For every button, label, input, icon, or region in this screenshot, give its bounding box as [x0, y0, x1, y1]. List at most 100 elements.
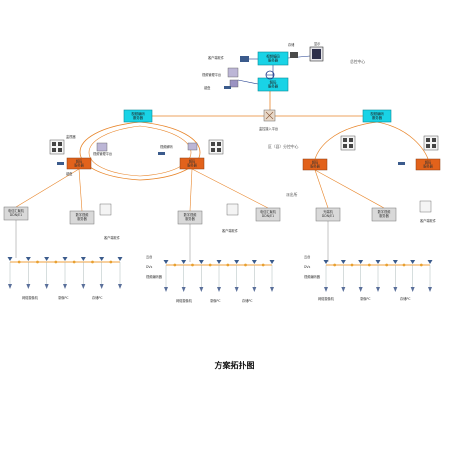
keyboard-mid-icon	[158, 152, 165, 155]
cam-row-mid-label-2: 录像PC	[210, 298, 221, 303]
ring-left-inner	[88, 125, 192, 177]
storage-top-label: 存储	[288, 42, 295, 47]
cam-row-mid-label-1: 网络摄像机	[176, 298, 193, 303]
edge-right-1	[315, 207, 341, 222]
client-mid-label: 客户端软件	[222, 228, 239, 233]
row-side-right-1: 云台	[304, 254, 310, 259]
row-left-node	[109, 260, 113, 264]
row-mid-device-icon	[164, 287, 168, 292]
display-top-label: 显示	[314, 42, 320, 46]
edge-right-2-label: 数字视频服务器	[378, 209, 392, 218]
row-left-camera-icon	[7, 257, 13, 261]
row-right-camera-icon	[392, 260, 398, 264]
cam-row-left-label-1: 网络摄像机	[22, 295, 39, 300]
branch-left-box	[123, 109, 153, 123]
switch-right-1-label: 解码服务器	[310, 160, 320, 169]
link-swm-e1	[189, 168, 193, 212]
row-left-device-icon	[81, 284, 86, 289]
row-side-right-3: 视频编码器	[304, 274, 321, 279]
storage-top-icon	[290, 52, 298, 58]
row-right-camera-icon	[410, 260, 416, 264]
row-mid-device-icon	[217, 287, 221, 292]
monitor-wall-mid	[208, 139, 224, 155]
row-right-node	[402, 263, 406, 267]
mgmt-mid-label: 视频解码	[160, 144, 173, 149]
branch-right-box	[362, 109, 392, 123]
row-side-right-2: DVs	[304, 265, 311, 269]
keyboard-top-icon	[224, 86, 231, 89]
row-mid-camera-icon	[234, 260, 240, 264]
row-mid-camera-icon	[269, 260, 275, 264]
link-mgmt-dec	[237, 79, 259, 85]
row-mid-camera-icon	[216, 260, 222, 264]
row-right-device-icon	[428, 287, 432, 292]
cam-row-right-label-1: 网络摄像机	[318, 296, 335, 301]
keyboard-right-icon	[398, 162, 405, 165]
zone-top-label: 总控中心	[350, 59, 365, 64]
row-right-device-icon	[410, 287, 415, 292]
cam-row-left-label-3: 存储PC	[92, 295, 103, 300]
decoder-top-label: 解码服务器	[268, 80, 279, 89]
row-right-node	[385, 263, 389, 267]
core-router: 监控接入平台	[259, 109, 278, 131]
monitor-wall-right-1	[340, 135, 356, 151]
row-side-mid-3: 视频编码器	[146, 274, 163, 279]
kb-left-label: 键盘	[66, 171, 73, 176]
edge-mid-1	[177, 210, 203, 225]
row-mid-device-icon	[270, 287, 274, 292]
row-mid-camera-icon	[198, 260, 204, 264]
row-mid-camera-icon	[181, 260, 187, 264]
link-layer	[15, 55, 429, 262]
client-right-label: 客户端软件	[420, 218, 437, 223]
link-swl-e1	[15, 168, 80, 208]
switch-mid-label: 解码服务器	[187, 159, 197, 168]
link-swr1-e2	[314, 169, 385, 209]
branch-right-link-b	[376, 121, 429, 160]
switch-left-label: 解码服务器	[74, 159, 84, 168]
row-left-device-icon	[44, 284, 49, 289]
row-mid-node	[173, 263, 177, 267]
edge-left-2	[69, 210, 95, 225]
row-right-camera-icon	[323, 260, 329, 264]
edge-left-2-label: 数字视频服务器	[76, 212, 90, 221]
monitor-wall-right-2	[423, 135, 439, 151]
row-left-camera-icon	[80, 257, 86, 261]
row-left-device-icon	[26, 284, 31, 289]
monitor-small-left	[99, 203, 112, 216]
row-side-mid-2: DVs	[146, 265, 153, 269]
cam-row-right-label-3: 存储PC	[400, 296, 411, 301]
row-left-camera-icon	[99, 257, 105, 261]
row-mid-device-icon	[199, 287, 204, 292]
row-right-node	[419, 263, 423, 267]
edge-right-2	[371, 207, 397, 222]
row-left-node	[91, 260, 94, 264]
switch-right-2	[415, 158, 441, 171]
row-left-camera-icon	[62, 257, 68, 261]
monitor-small-right	[419, 200, 432, 213]
row-mid-node	[226, 263, 230, 267]
switch-right-1	[302, 158, 328, 171]
row-right-device-icon	[376, 287, 380, 292]
row-left-node	[17, 260, 21, 264]
cam-row-right-label-2: 录像PC	[360, 296, 371, 301]
user-terminal-icon	[240, 56, 249, 62]
cam-row-mid-label-3: 存储PC	[242, 298, 253, 303]
row-left-device-icon	[63, 284, 67, 289]
switch-mid	[179, 157, 205, 170]
diagram-caption: 方案拓扑图	[214, 361, 255, 370]
link-swr1-e1	[314, 169, 329, 209]
mgmt-mid: 视频解码	[160, 142, 198, 151]
edge-mid-2	[255, 207, 281, 222]
row-left-camera-icon	[117, 257, 123, 261]
row-mid-device-icon	[252, 287, 257, 292]
encoder-top-label: 视频编码服务器	[266, 54, 280, 63]
row-right-camera-icon	[358, 260, 364, 264]
row-mid-device-icon	[234, 287, 239, 292]
edge-left-1	[3, 206, 29, 221]
camera-rows	[7, 257, 433, 292]
row-left-device-icon	[8, 284, 12, 289]
row-mid-node	[208, 263, 212, 267]
row-right-camera-icon	[340, 260, 346, 264]
